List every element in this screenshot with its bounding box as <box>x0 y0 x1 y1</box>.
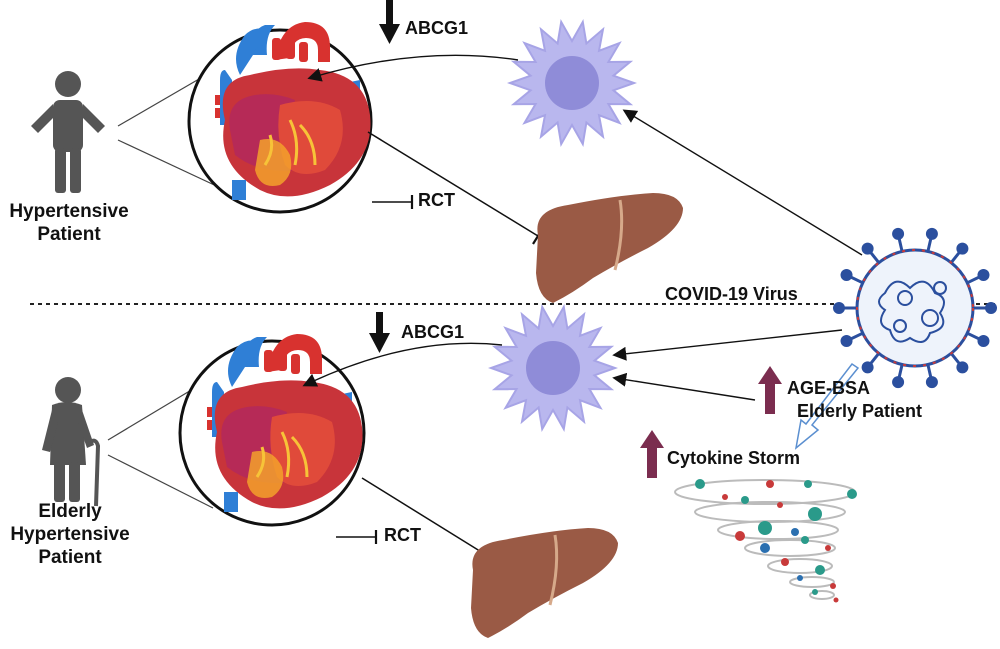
bottom-abcg1-label: ABCG1 <box>401 322 465 342</box>
macrophage-nucleus <box>545 56 599 110</box>
cytokine-storm-label: Cytokine Storm <box>667 448 801 468</box>
up-arrow-icon <box>640 366 782 478</box>
virus-cytokine-arrow <box>794 362 860 450</box>
bottom-rct-label: RCT <box>384 525 421 545</box>
age-bsa-arrow <box>612 372 756 401</box>
patient-label-line2: Patient <box>37 224 101 245</box>
elderly-patient-label: Elderly Patient <box>797 401 923 421</box>
top-abcg1-label: ABCG1 <box>405 18 469 38</box>
virus-icon <box>833 227 997 389</box>
patient-label-line1: Hypertensive <box>9 201 129 222</box>
macrophage-nucleus <box>526 341 580 395</box>
patient-label-line1: Elderly <box>38 501 102 522</box>
macrophage-icon <box>507 18 637 148</box>
macrophage-icon <box>488 303 618 433</box>
age-bsa-label: AGE-BSA <box>787 378 871 398</box>
down-arrow-icon <box>369 312 390 353</box>
cytokine-particles <box>695 479 857 603</box>
patient-label-line3: Patient <box>38 547 102 568</box>
person-icon <box>31 71 105 193</box>
down-arrow-icon <box>379 0 400 44</box>
virus-macrophage-arrow <box>622 109 863 256</box>
liver-icon <box>469 526 620 640</box>
elderly-person-icon <box>42 377 101 507</box>
virus-label: COVID-19 Virus <box>665 284 798 304</box>
virus-macrophage-arrow <box>612 329 843 361</box>
liver-icon <box>534 191 685 305</box>
tornado-icon <box>674 479 856 600</box>
bottom-patient-label: Elderly Hypertensive Patient <box>0 500 140 569</box>
efflux-arrow <box>302 342 503 387</box>
top-rct-label: RCT <box>418 190 455 210</box>
top-patient-label: Hypertensive Patient <box>4 200 134 246</box>
patient-label-line2: Hypertensive <box>10 524 130 545</box>
heart-liver-inhibit <box>367 131 539 237</box>
efflux-arrow <box>307 54 519 82</box>
zoom-line <box>117 139 226 191</box>
